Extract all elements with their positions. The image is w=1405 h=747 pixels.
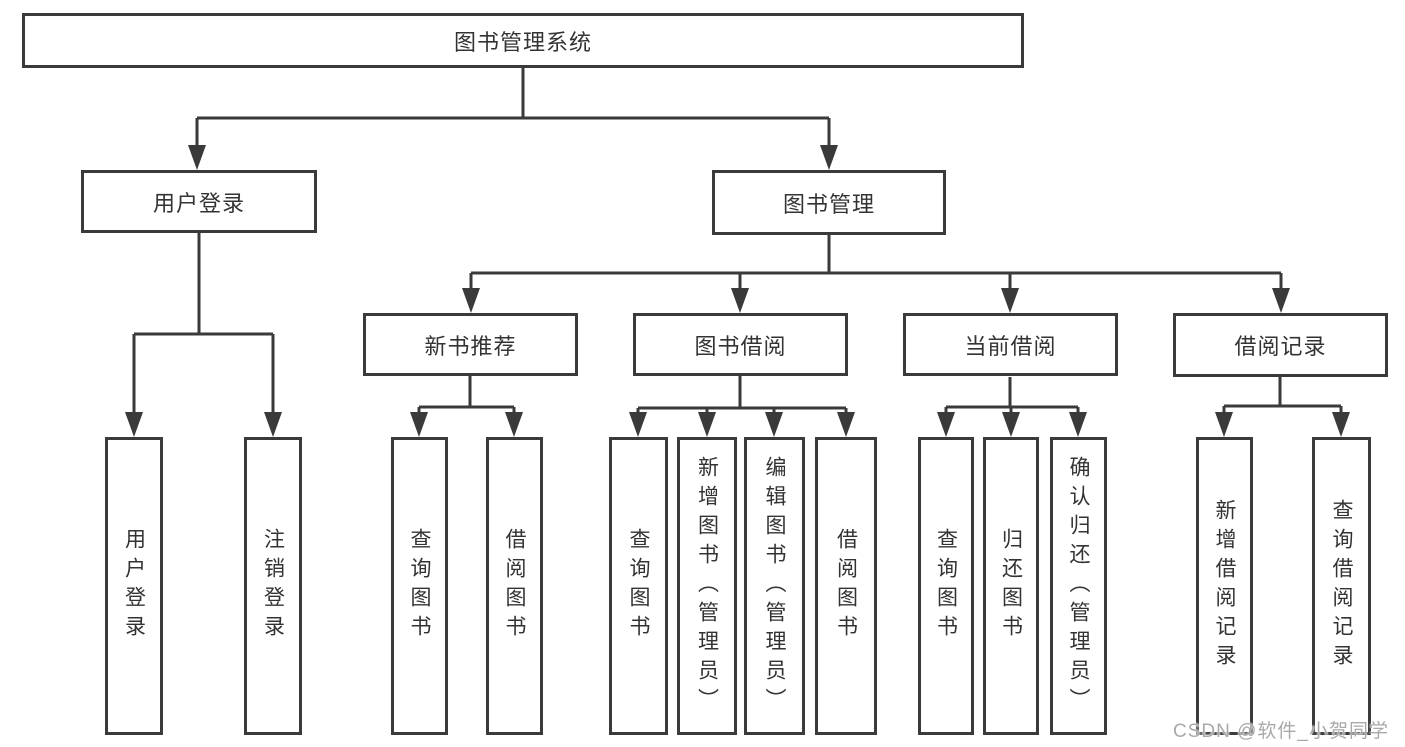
arrowhead-icon xyxy=(937,412,955,437)
arrowhead-icon xyxy=(820,145,838,170)
node-book-borrow-label: 图书借阅 xyxy=(694,333,787,359)
leaf-borrow-books-1-label: 借阅图书 xyxy=(503,528,526,644)
node-book-management: 图书管理 xyxy=(712,170,946,235)
leaf-add-borrow-record: 新增借阅记录 xyxy=(1196,437,1253,735)
leaf-borrow-books-2: 借阅图书 xyxy=(815,437,877,735)
node-book-management-label: 图书管理 xyxy=(782,191,875,217)
leaf-borrow-books-1: 借阅图书 xyxy=(486,437,543,735)
node-root-label: 图书管理系统 xyxy=(453,29,592,55)
leaf-query-books-1-label: 查询图书 xyxy=(408,528,431,644)
leaf-query-books-3-label: 查询图书 xyxy=(934,528,958,644)
leaf-logout-label: 注销登录 xyxy=(261,528,285,644)
node-book-borrow: 图书借阅 xyxy=(633,313,848,376)
leaf-query-borrow-record-label: 查询借阅记录 xyxy=(1330,499,1353,673)
node-borrow-records: 借阅记录 xyxy=(1173,313,1388,377)
connector-root-to-level2 xyxy=(195,68,831,150)
connector-borrow-records-to-leaves xyxy=(1222,377,1343,418)
leaf-add-book-admin: 新增图书（管理员） xyxy=(677,437,737,735)
arrowhead-icon xyxy=(410,412,428,437)
connector-book-management-to-level3 xyxy=(469,235,1283,292)
leaf-add-borrow-record-label: 新增借阅记录 xyxy=(1213,499,1236,673)
leaf-query-books-2-label: 查询图书 xyxy=(627,528,650,644)
node-new-book-recommend-label: 新书推荐 xyxy=(424,333,517,359)
node-current-borrow-label: 当前借阅 xyxy=(964,333,1057,359)
leaf-add-book-admin-label: 新增图书（管理员） xyxy=(695,455,719,717)
arrowhead-icon xyxy=(1332,412,1350,437)
leaf-user-login: 用户登录 xyxy=(105,437,163,735)
arrowhead-icon xyxy=(837,412,855,437)
arrowhead-icon xyxy=(765,412,783,437)
arrowhead-icon xyxy=(505,412,523,437)
leaf-borrow-books-2-label: 借阅图书 xyxy=(834,528,858,644)
node-new-book-recommend: 新书推荐 xyxy=(363,313,578,376)
watermark-text: CSDN @软件_小贺同学 xyxy=(1173,721,1389,742)
arrowhead-icon xyxy=(1272,288,1290,313)
leaf-user-login-label: 用户登录 xyxy=(122,528,146,644)
node-user-login-label: 用户登录 xyxy=(152,190,245,216)
connector-user-login-to-leaves xyxy=(132,233,275,415)
arrowhead-icon xyxy=(629,412,647,437)
arrowhead-icon xyxy=(188,145,206,170)
node-user-login: 用户登录 xyxy=(81,170,317,233)
arrowhead-icon xyxy=(264,412,282,437)
arrowhead-icon xyxy=(698,412,716,437)
node-root-system: 图书管理系统 xyxy=(22,13,1024,68)
leaf-query-books-1: 查询图书 xyxy=(391,437,448,735)
node-current-borrow: 当前借阅 xyxy=(903,313,1118,376)
arrowhead-icon xyxy=(462,288,480,313)
connector-current-borrow-to-leaves xyxy=(944,377,1080,418)
leaf-query-books-3: 查询图书 xyxy=(918,437,974,735)
arrowhead-icon xyxy=(731,288,749,313)
arrowhead-icon xyxy=(1215,412,1233,437)
leaf-query-books-2: 查询图书 xyxy=(609,437,668,735)
connector-book-borrow-to-leaves xyxy=(636,376,848,418)
arrowhead-icon xyxy=(1069,412,1087,437)
leaf-query-borrow-record: 查询借阅记录 xyxy=(1312,437,1371,735)
leaf-edit-book-admin: 编辑图书（管理员） xyxy=(744,437,805,735)
arrowhead-icon xyxy=(125,412,143,437)
leaf-confirm-return-admin-label: 确认归还（管理员） xyxy=(1067,455,1090,717)
leaf-edit-book-admin-label: 编辑图书（管理员） xyxy=(763,455,786,717)
arrowhead-icon xyxy=(1002,412,1020,437)
arrowhead-icon xyxy=(1001,288,1019,313)
node-borrow-records-label: 借阅记录 xyxy=(1234,334,1327,359)
arrowheads xyxy=(125,145,1350,437)
connector-new-book-recommend-to-leaves xyxy=(417,376,516,418)
leaf-logout: 注销登录 xyxy=(244,437,302,735)
leaf-return-book-label: 归还图书 xyxy=(999,528,1023,644)
leaf-return-book: 归还图书 xyxy=(983,437,1039,735)
leaf-confirm-return-admin: 确认归还（管理员） xyxy=(1050,437,1107,735)
